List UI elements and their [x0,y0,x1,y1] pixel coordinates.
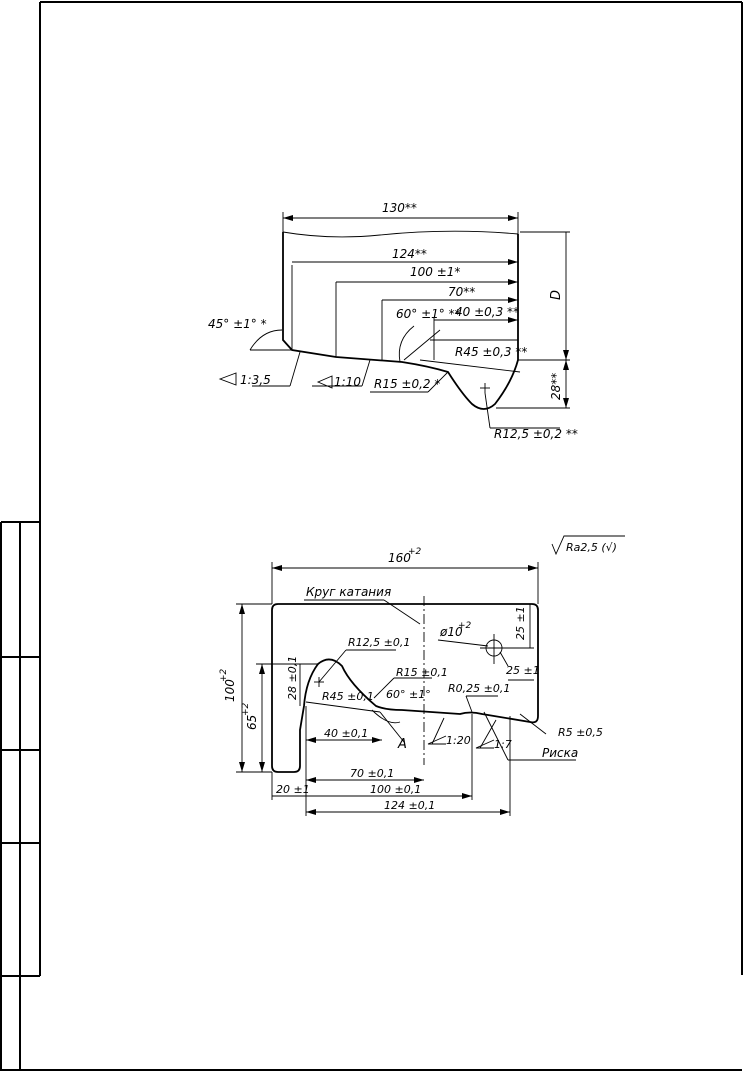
taper-7-text: 1:7 [494,738,512,751]
radius-12-5-text: R12,5 ±0,1 [348,636,410,649]
template-outline [271,603,539,773]
radius-45-text: R45 ±0,3 ** [455,345,527,359]
angle-60-text: 60° ±1° [386,688,431,701]
dim-70-text: 70** [448,285,475,299]
section-a-label: A [397,737,407,752]
dim-100-text: 100 ±1* [410,265,460,279]
dim-28-text: 28** [549,373,563,400]
dim-160-text: 160 [388,551,411,565]
radius-15-text: R15 ±0,1 [396,666,448,679]
radius-15-text: R15 ±0,2 * [374,377,440,391]
dim-40-text: 40 ±0,3 ** [455,305,519,319]
taper-3-5-text: 1:3,5 [240,373,271,387]
dim-d-text: D [549,290,564,300]
taper-10-text: 1:10 [334,375,361,389]
dim-20-text: 20 ±1 [276,783,310,796]
dim-65-tol: +2 [241,702,251,716]
dim-100-text: 100 [223,679,237,702]
dim-25-horizontal: 25 ±1 [506,664,540,677]
hole-diameter-text: ø10 [439,625,463,639]
drawing-top-profile: 130** 124** 100 ±1* 70** 40 ±0,3 ** 60° … [208,201,578,441]
dim-100-tol: +2 [219,668,229,682]
dim-70-text: 70 ±0,1 [350,767,394,780]
taper-20-text: 1:20 [446,734,471,747]
rolling-circle-label: Круг катания [306,585,391,599]
roughness-text: Ra2,5 (√) [566,541,617,554]
dim-28-text: 28 ±0,1 [286,656,299,700]
dim-65-text: 65 [245,715,259,730]
roughness-symbol [551,535,625,556]
dim-40-text: 40 ±0,1 [324,727,368,740]
radius-12-5-text: R12,5 ±0,2 ** [494,427,578,441]
dim-124-text: 124 ±0,1 [384,799,435,812]
dimension-lines-top [218,212,570,429]
dim-100b-text: 100 ±0,1 [370,783,421,796]
profile-top-edge-wavy [282,230,519,238]
profile-outline-top [282,232,519,410]
mark-label: Риска [542,746,578,760]
angle-45-text: 45° ±1° * [208,317,267,331]
dim-25-vertical: 25 ±1 [514,606,527,640]
dim-124-text: 124** [392,247,427,261]
hole-diameter-tol: +2 [458,621,472,631]
dim-130-text: 130** [382,201,417,215]
angle-60-text: 60° ±1° ** [396,307,461,321]
radius-45-text: R45 ±0,1 [322,690,374,703]
drawing-bottom-template: Ra2,5 (√) [219,535,625,816]
radius-0-25-text: R0,25 ±0,1 [448,682,510,695]
dim-160-tol: +2 [408,547,422,557]
radius-5-text: R5 ±0,5 [558,726,603,739]
